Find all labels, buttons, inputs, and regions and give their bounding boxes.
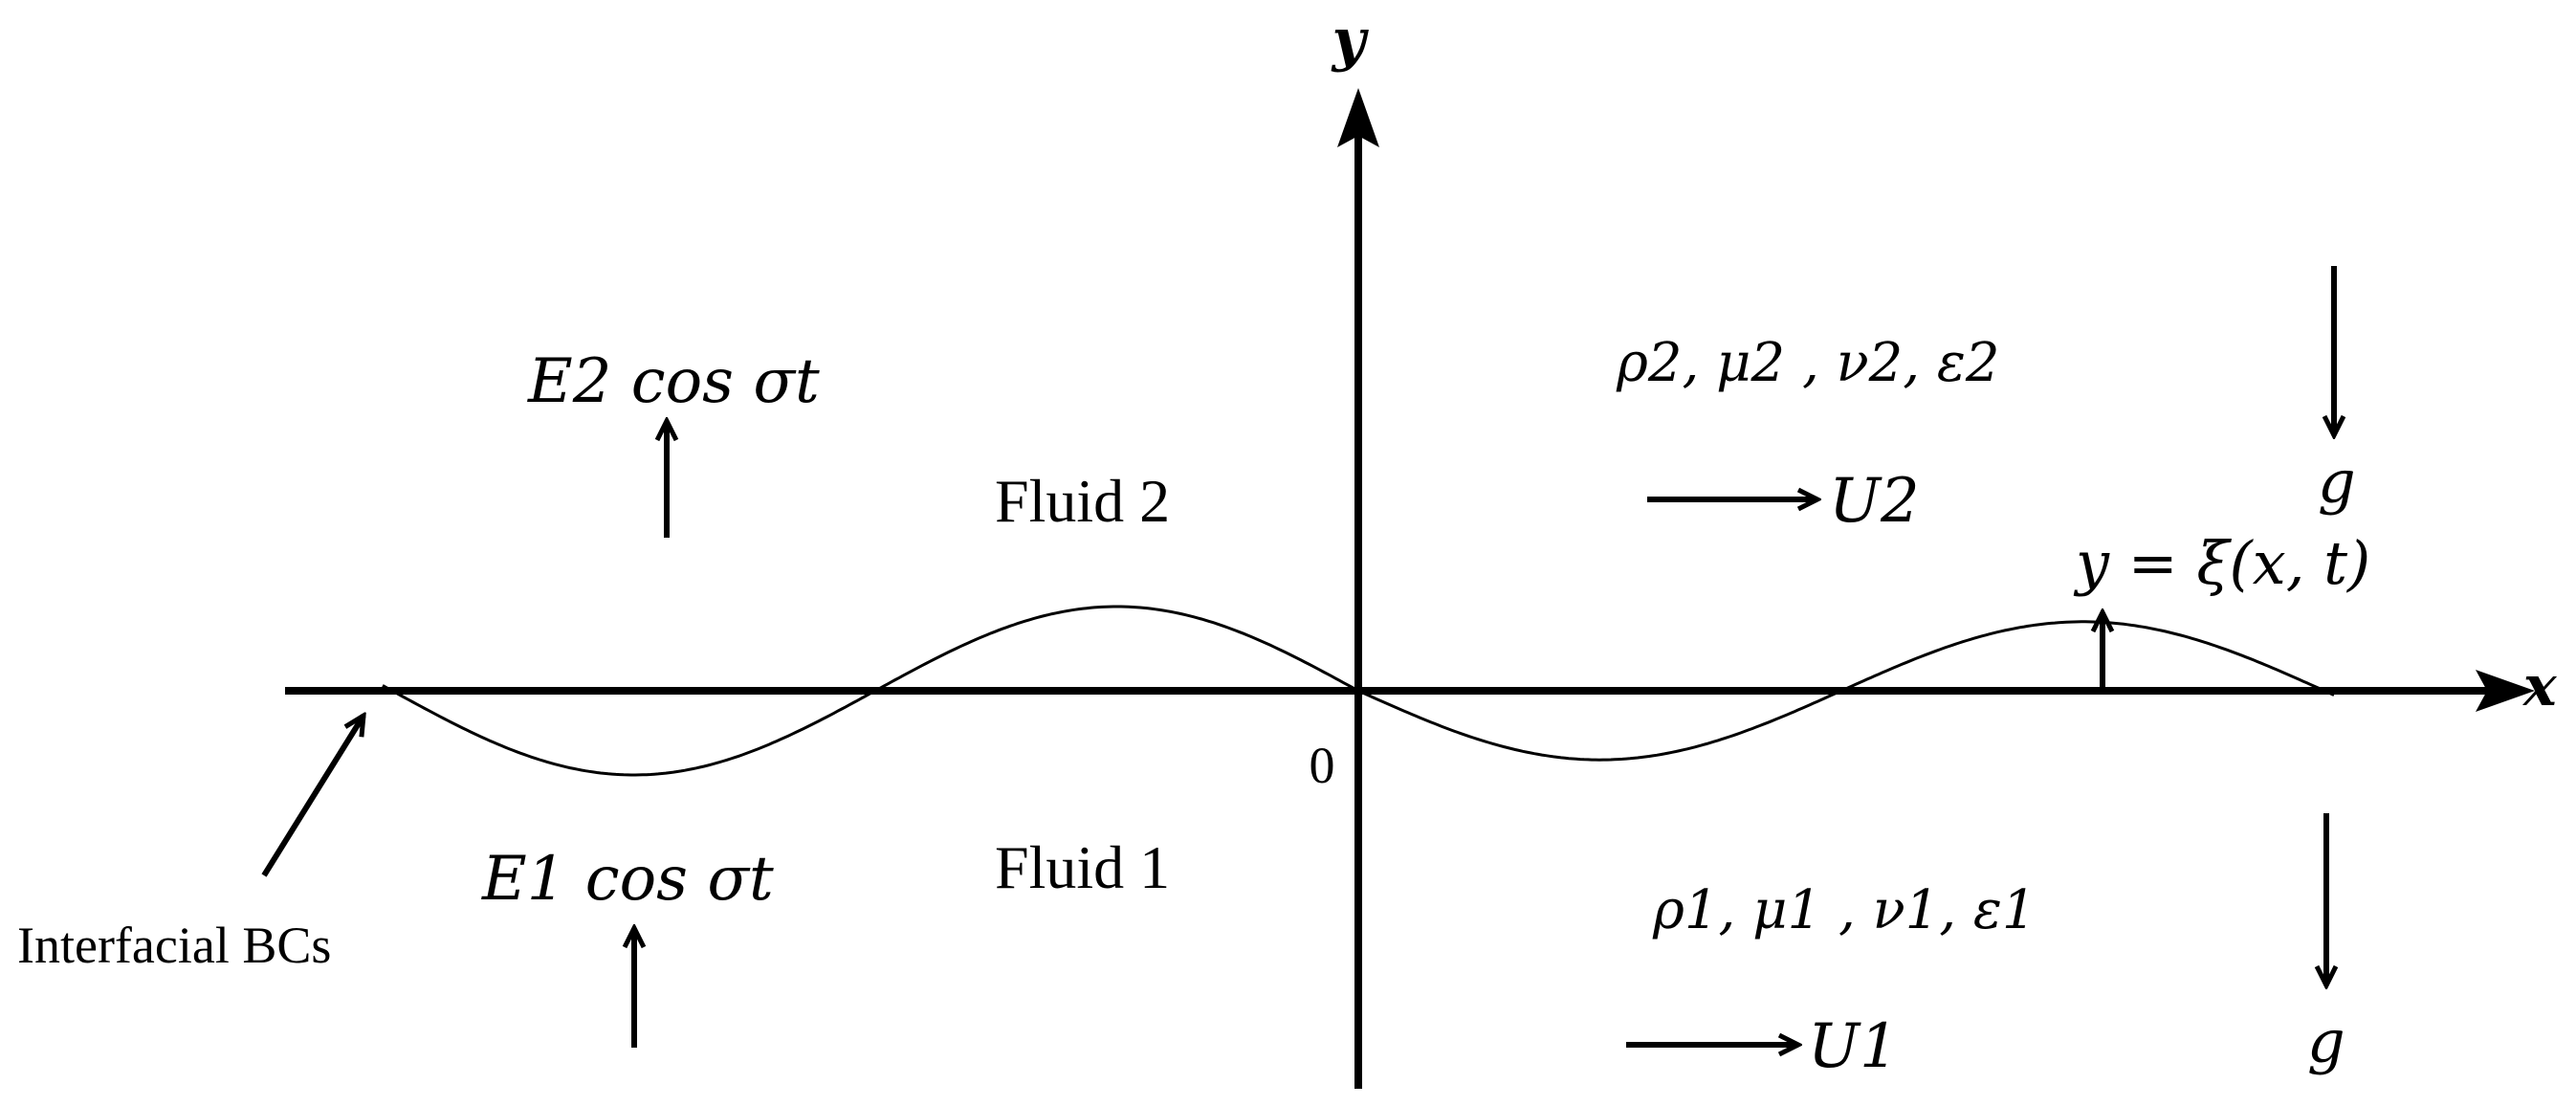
fluid-1-properties: ρ1, μ1 , ν1, ε1 [1652,879,2037,941]
interface-wave [382,605,2335,777]
fluid-1-velocity: U1 [1808,1011,1899,1082]
fluid-2-label: Fluid 2 [995,467,1170,535]
fluid-1-gravity: g [2307,1006,2345,1076]
fluid-2-field: E2 cos σt [527,346,820,417]
fluid-2-gravity: g [2318,447,2356,517]
y-axis-arrowhead [1337,88,1379,147]
y-axis-label: y [1331,7,1370,74]
x-axis-arrowhead [2476,670,2535,712]
fluid-2-properties: ρ2, μ2 , ν2, ε2 [1616,332,2000,394]
interfacial-bc-label: Interfacial BCs [17,917,331,974]
x-axis-label: x [2521,653,2558,719]
interface-equation: y = ξ(x, t) [2073,528,2370,598]
fluid-2-velocity: U2 [1829,466,1920,537]
fluid-1-label: Fluid 1 [995,833,1170,901]
interfacial-bc-arrow [261,716,363,877]
y-axis [1337,88,1379,1089]
x-axis [285,670,2535,712]
fluid-1-field: E1 cos σt [481,844,774,915]
origin-label: 0 [1310,737,1335,794]
